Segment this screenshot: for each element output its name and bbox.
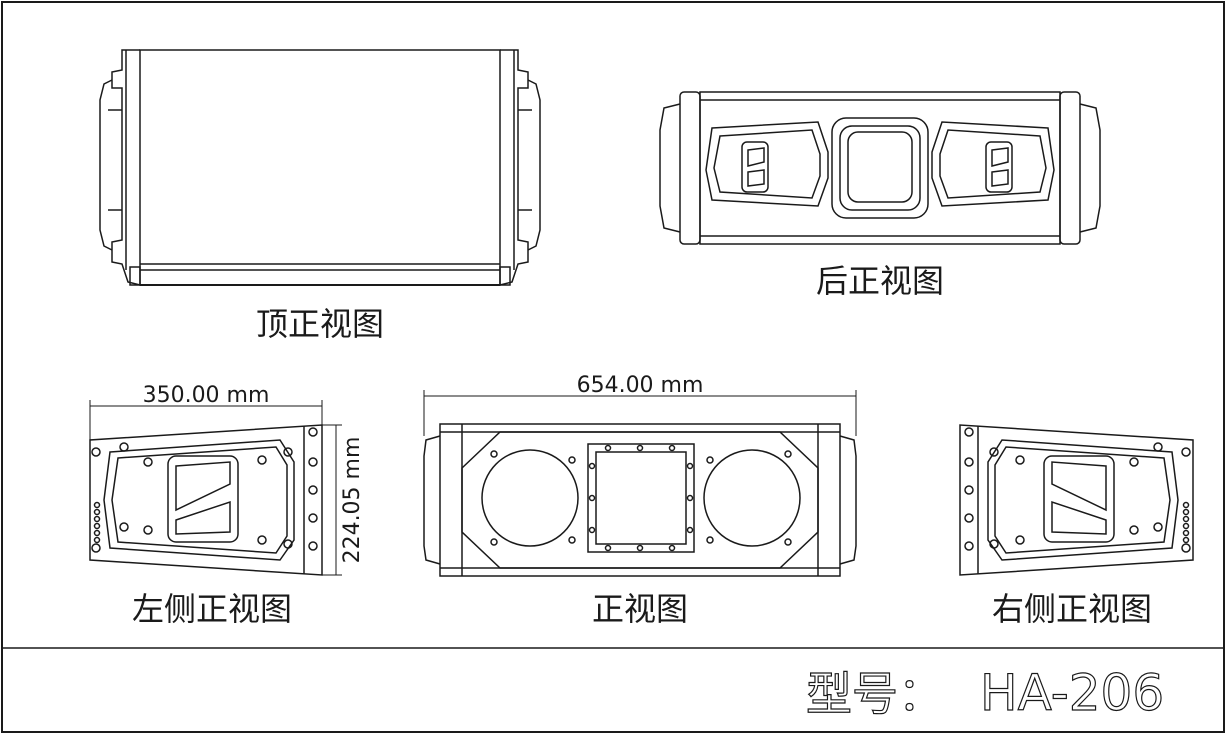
front-width-dimension: 654.00 mm [577,373,704,398]
right-side-view-label: 右侧正视图 [992,590,1152,628]
model-label: 型号： [806,667,944,721]
rear-view-drawing [659,91,1101,245]
top-view-drawing [99,49,541,286]
top-view-label: 顶正视图 [256,305,384,343]
front-view-label: 正视图 [592,590,688,628]
model-number: HA-206 [980,664,1164,722]
rear-view-label: 后正视图 [816,262,944,300]
left-width-dimension: 350.00 mm [143,383,270,408]
right-side-view-drawing [959,424,1194,576]
left-side-view-label: 左侧正视图 [132,590,292,628]
front-view-drawing [423,390,857,577]
left-height-dimension: 224.05 mm [340,437,365,564]
left-side-view-drawing [89,400,342,576]
